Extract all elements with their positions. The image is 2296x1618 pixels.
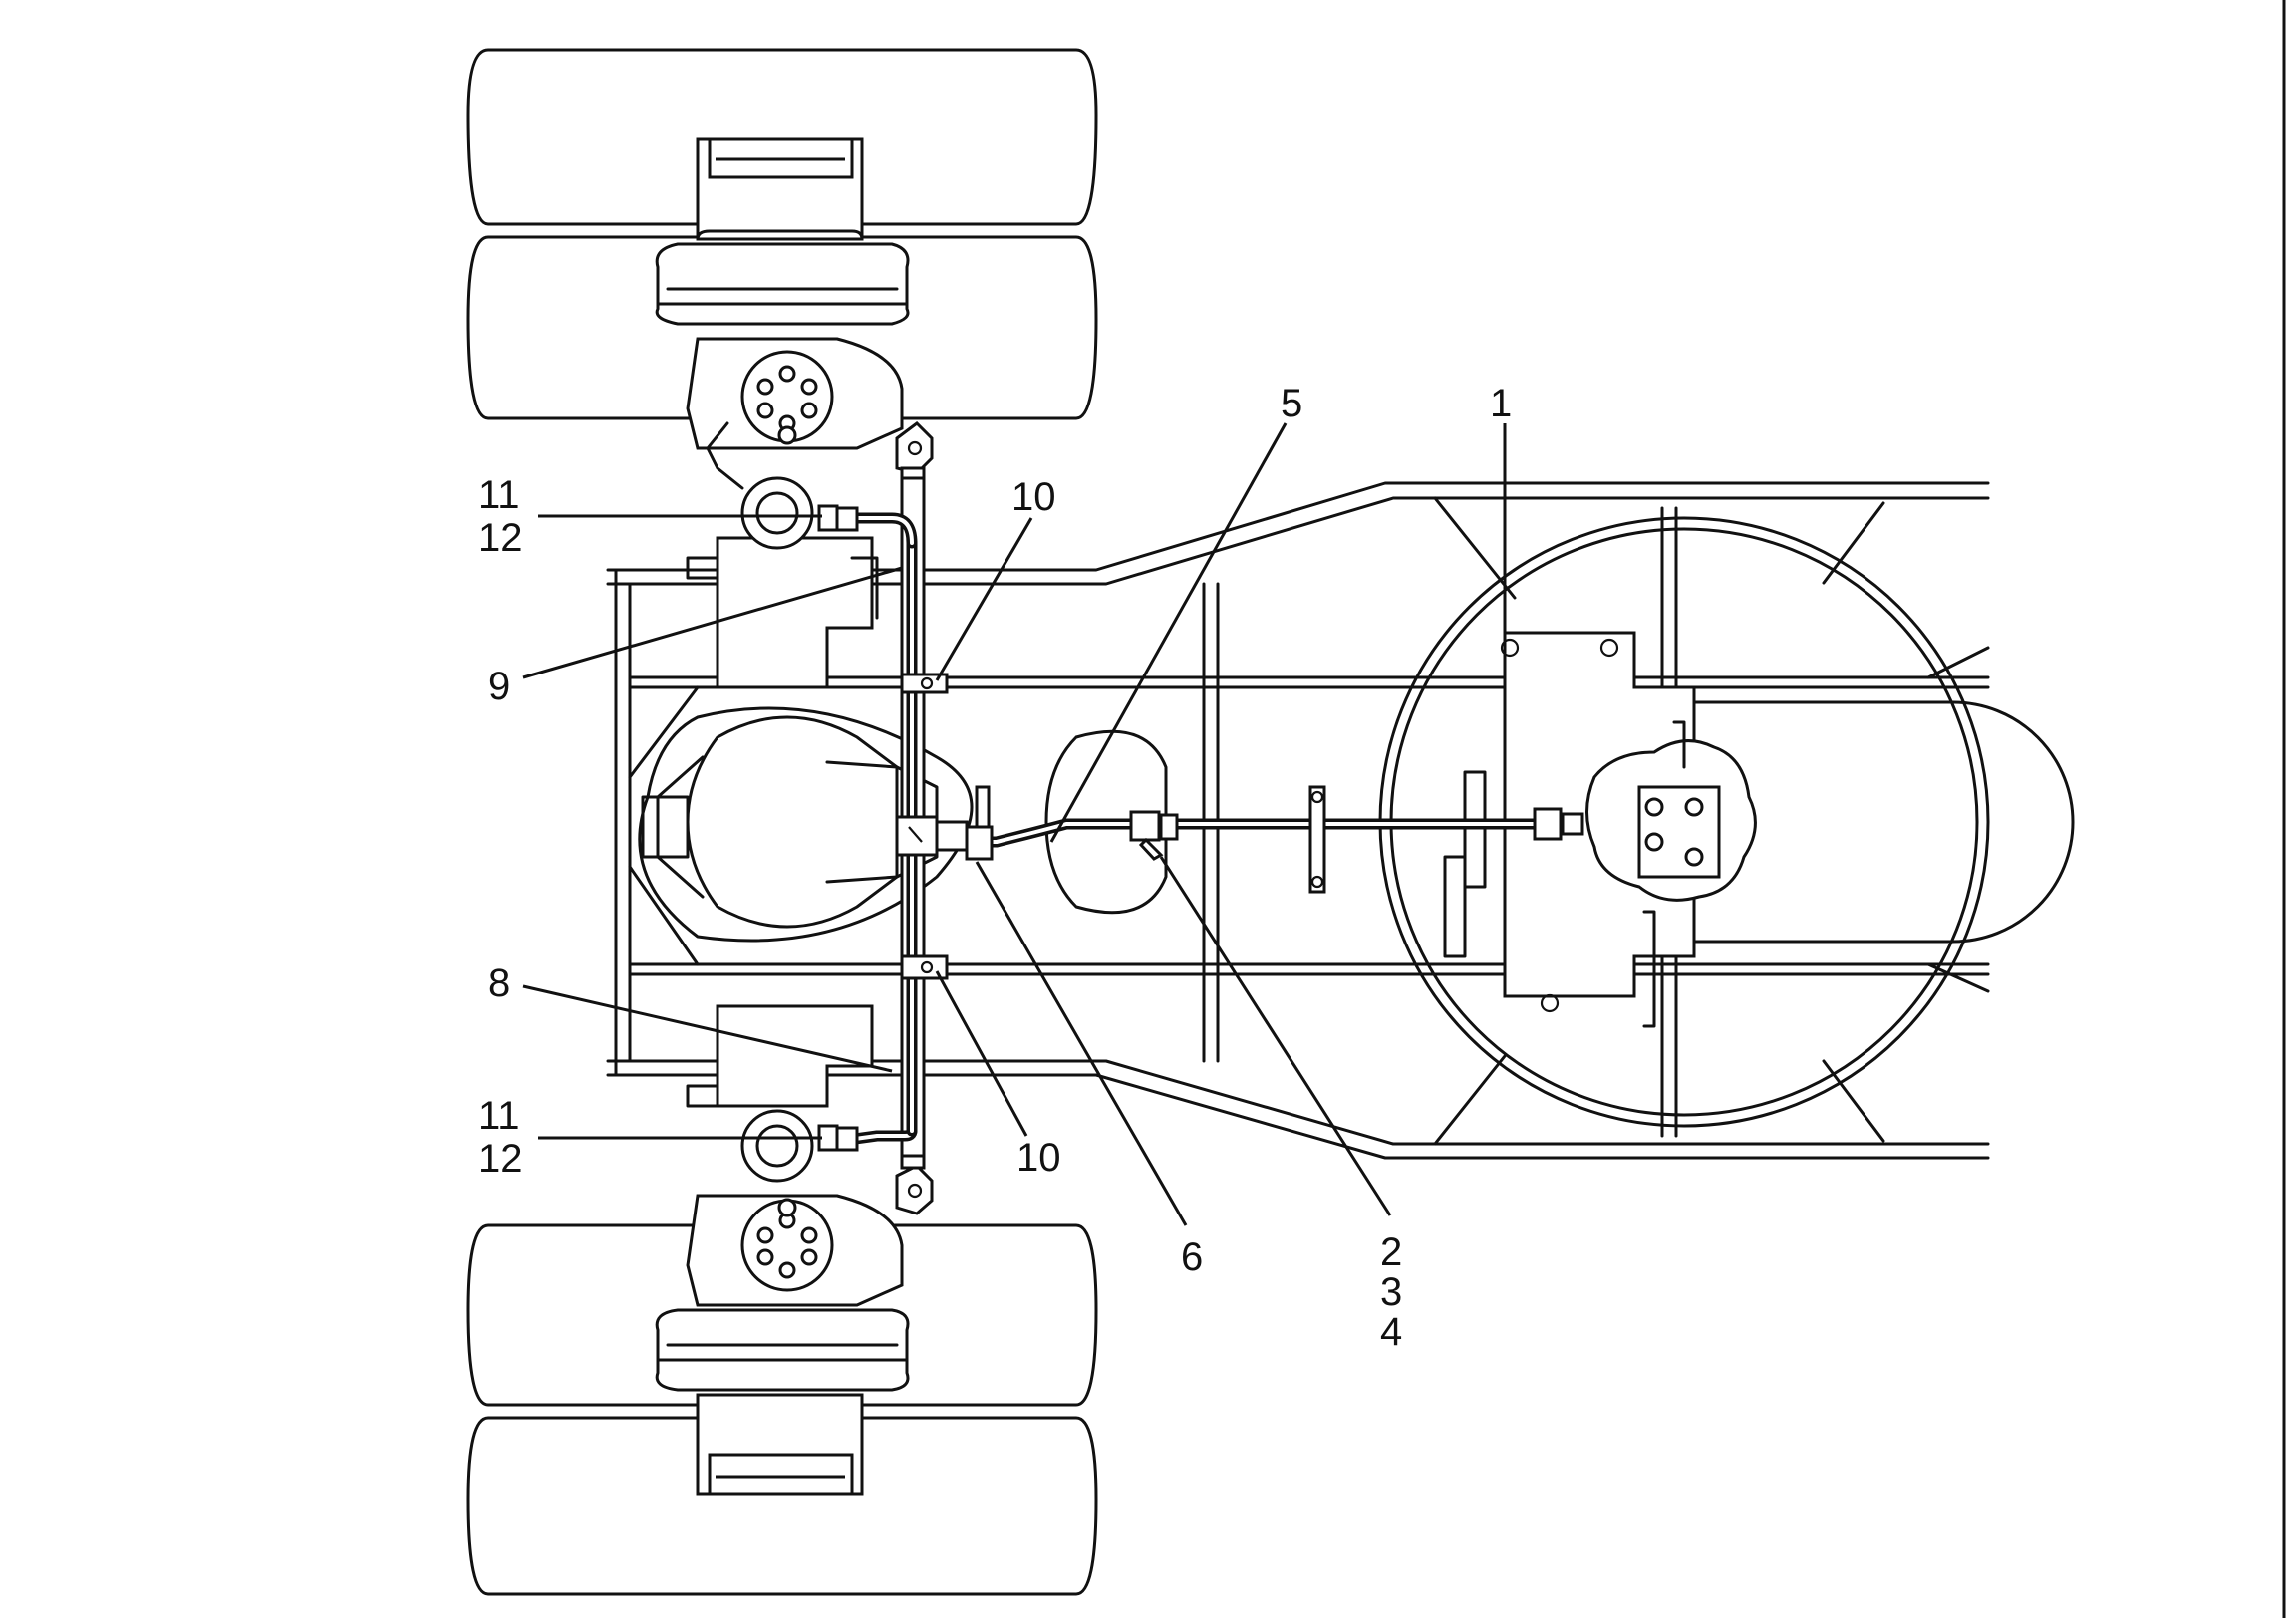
top-wheel-assembly: [466, 48, 1098, 490]
callout-3: 3: [1380, 1270, 1402, 1314]
callout-labels: 1 5 10 11 12 9 8 11 12 10 6 2 3 4: [478, 382, 1512, 1354]
callout-2: 2: [1380, 1230, 1402, 1274]
callout-12-bottom: 12: [478, 1137, 523, 1181]
callout-11-bottom: 11: [478, 1094, 520, 1138]
callout-12-top: 12: [478, 516, 523, 560]
leader-9: [522, 566, 903, 679]
callout-10-top: 10: [1011, 475, 1056, 519]
leader-2-3-4: [1159, 856, 1392, 1216]
callout-9: 9: [488, 665, 510, 708]
leader-10-top: [935, 517, 1033, 681]
callout-4: 4: [1380, 1310, 1402, 1354]
leader-8: [522, 984, 893, 1073]
leader-6: [975, 861, 1188, 1226]
callout-10-bottom: 10: [1016, 1136, 1061, 1180]
callout-1: 1: [1490, 382, 1512, 425]
rear-axle-assembly: [638, 476, 1168, 1183]
leader-5: [1049, 422, 1288, 843]
bottom-wheel-assembly: [466, 1154, 1098, 1596]
callout-8: 8: [488, 961, 510, 1005]
fittings: [817, 504, 1584, 1152]
callout-6: 6: [1181, 1235, 1203, 1279]
callout-5: 5: [1281, 382, 1302, 425]
callout-11-top: 11: [478, 473, 520, 517]
leader-10-bottom: [935, 970, 1028, 1137]
leader-lines: [522, 422, 1507, 1226]
